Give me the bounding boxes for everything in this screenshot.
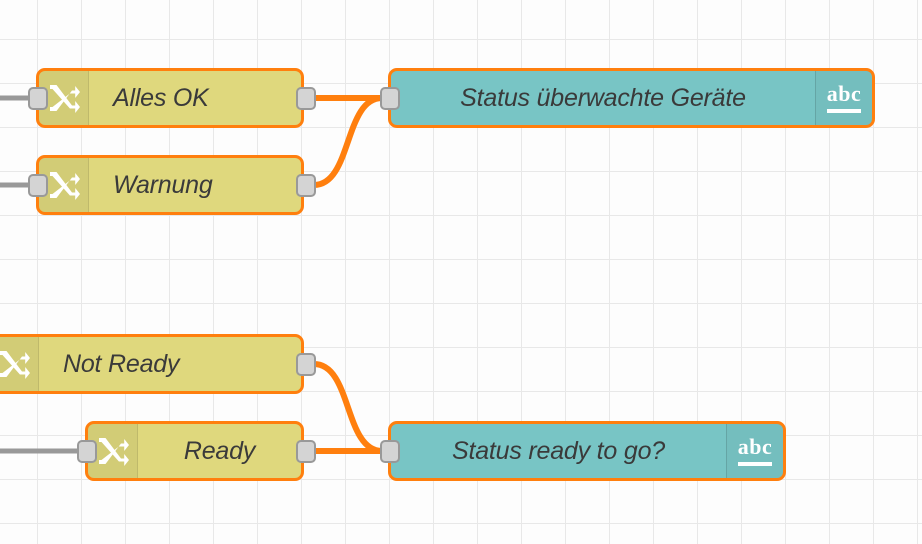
abc-icon: abc bbox=[815, 71, 872, 125]
input-port-status-ready-to-go[interactable] bbox=[380, 440, 400, 463]
output-port-alles-ok[interactable] bbox=[296, 87, 316, 110]
output-port-warnung[interactable] bbox=[296, 174, 316, 197]
switch-shuffle-icon bbox=[49, 85, 80, 113]
abc-icon-underline bbox=[738, 462, 772, 466]
input-port-ready[interactable] bbox=[77, 440, 97, 463]
switch-node-alles-ok-label: Alles OK bbox=[113, 83, 209, 112]
change-node-status-ready-to-go[interactable]: Status ready to go? abc bbox=[388, 421, 786, 481]
switch-node-not-ready[interactable]: Not Ready bbox=[0, 334, 304, 394]
switch-node-not-ready-label: Not Ready bbox=[63, 349, 180, 378]
switch-node-warnung[interactable]: Warnung bbox=[36, 155, 304, 215]
wire-not-ready-to-status-ready-to-go[interactable] bbox=[311, 361, 385, 454]
switch-shuffle-icon-box bbox=[88, 424, 138, 478]
change-node-status-ueberwachte-geraete-label: Status überwachte Geräte bbox=[460, 83, 746, 112]
switch-shuffle-icon bbox=[98, 438, 129, 466]
output-port-ready[interactable] bbox=[296, 440, 316, 463]
abc-icon-underline bbox=[827, 109, 861, 113]
switch-shuffle-icon bbox=[0, 351, 30, 379]
input-port-status-ueberwachte-geraete[interactable] bbox=[380, 87, 400, 110]
abc-icon-text: abc bbox=[826, 81, 862, 106]
input-port-alles-ok[interactable] bbox=[28, 87, 48, 110]
change-node-status-ready-to-go-label: Status ready to go? bbox=[451, 436, 665, 465]
switch-shuffle-icon bbox=[49, 172, 80, 200]
abc-icon-text: abc bbox=[737, 434, 773, 459]
switch-shuffle-icon-box bbox=[0, 337, 39, 391]
output-port-not-ready[interactable] bbox=[296, 353, 316, 376]
change-node-status-ueberwachte-geraete[interactable]: Status überwachte Geräte abc bbox=[388, 68, 875, 128]
switch-node-ready[interactable]: Ready bbox=[85, 421, 304, 481]
abc-icon: abc bbox=[726, 424, 783, 478]
switch-node-warnung-label: Warnung bbox=[113, 170, 213, 199]
input-port-warnung[interactable] bbox=[28, 174, 48, 197]
switch-node-ready-label: Ready bbox=[183, 436, 256, 465]
wire-warnung-to-status-ueberwachte-geraete[interactable] bbox=[311, 95, 385, 188]
switch-node-alles-ok[interactable]: Alles OK bbox=[36, 68, 304, 128]
